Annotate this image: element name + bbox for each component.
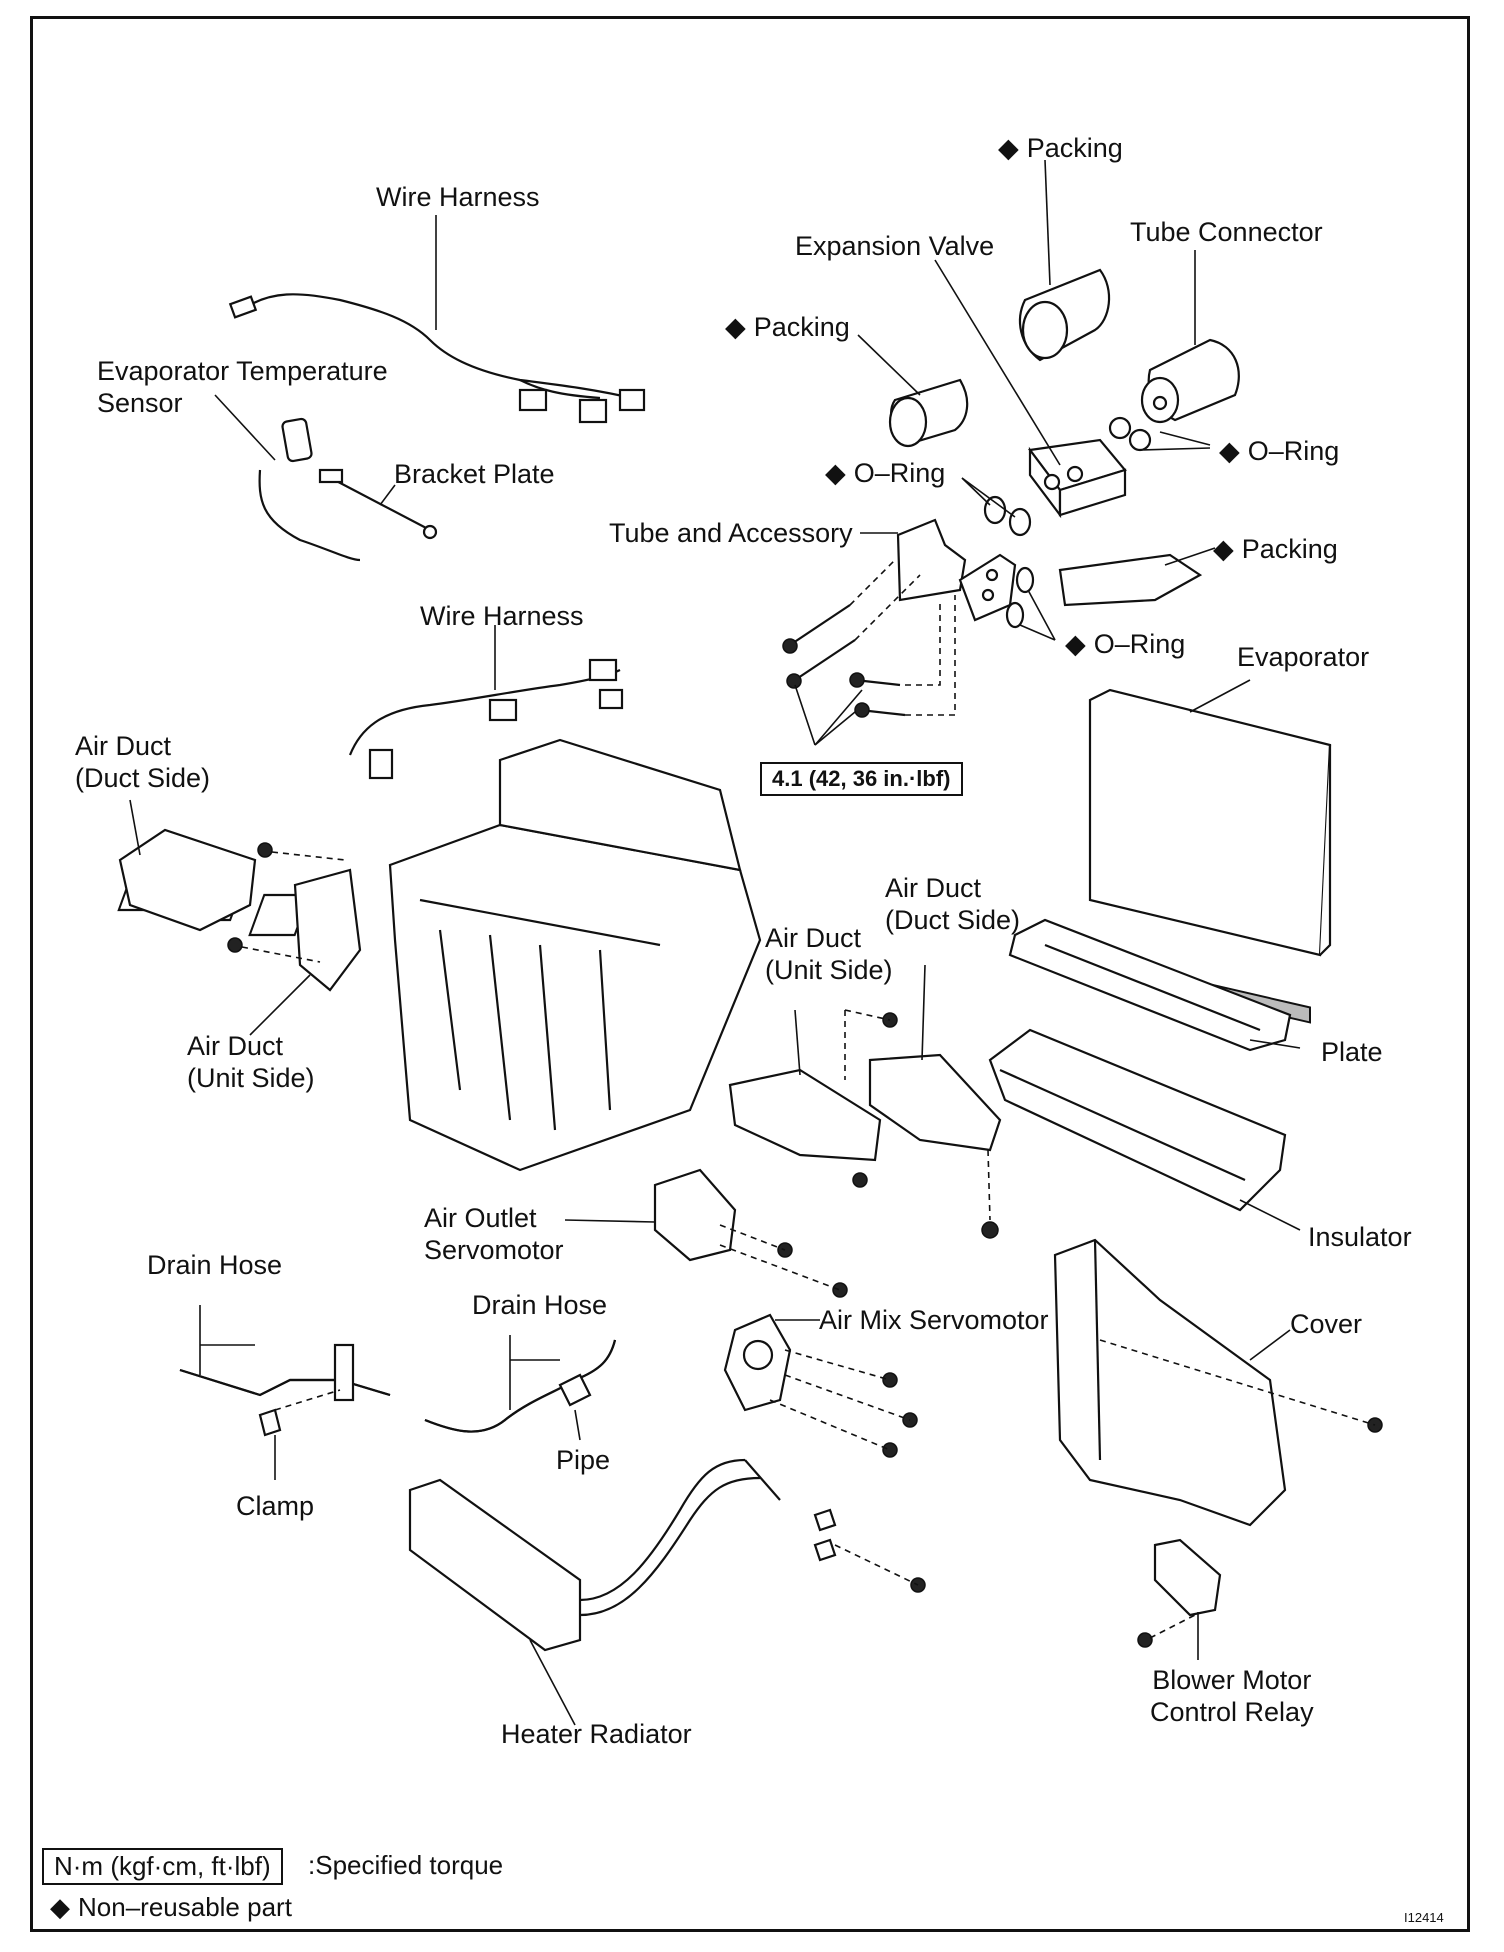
wire-harness-mid-drawing <box>348 625 624 780</box>
air-duct-left-drawing <box>118 799 362 1036</box>
label-packing-right: Packing <box>1213 533 1338 565</box>
plate-drawing <box>1008 918 1301 1052</box>
label-air-duct-unit-side-center: Air Duct (Unit Side) <box>765 923 893 985</box>
packing-right-drawing <box>1058 547 1216 607</box>
diagram-frame <box>30 16 1470 1932</box>
label-o-ring-1: O–Ring <box>825 457 946 489</box>
blower-relay-drawing <box>1137 1538 1222 1660</box>
label-tube-and-accessory: Tube and Accessory <box>609 518 853 548</box>
torque-spec-box: 4.1 (42, 36 in.·lbf) <box>760 762 963 796</box>
evap-sensor-drawing <box>214 394 438 562</box>
label-pipe: Pipe <box>556 1445 611 1475</box>
label-evaporator-temperature-sensor: Evaporator Temperature Sensor <box>97 356 388 418</box>
wire-harness-top-drawing <box>228 215 646 424</box>
drain-hose-right-drawing <box>424 1335 617 1441</box>
label-insulator: Insulator <box>1308 1222 1412 1252</box>
o-rings-mid-drawing <box>961 477 1056 641</box>
expansion-valve-drawing <box>934 259 1127 519</box>
label-air-mix-servomotor: Air Mix Servomotor <box>819 1305 1049 1335</box>
label-expansion-valve: Expansion Valve <box>795 231 995 261</box>
label-plate: Plate <box>1321 1037 1383 1067</box>
packing-mid-drawing <box>857 334 969 448</box>
label-air-duct-duct-side-left: Air Duct (Duct Side) <box>75 731 211 793</box>
heater-radiator-drawing <box>408 1458 926 1726</box>
air-duct-center-drawing <box>728 964 1002 1239</box>
label-packing-mid: Packing <box>725 311 850 343</box>
drain-hose-left-drawing <box>179 1305 391 1480</box>
label-drain-hose-right: Drain Hose <box>472 1290 608 1320</box>
insulator-drawing <box>988 1028 1301 1231</box>
label-air-duct-duct-side-center: Air Duct (Duct Side) <box>885 873 1021 935</box>
label-wire-harness-top: Wire Harness <box>376 182 540 212</box>
air-outlet-servomotor-drawing <box>564 1168 848 1298</box>
label-wire-harness-mid: Wire Harness <box>420 601 584 631</box>
tube-connector-drawing <box>1108 250 1240 452</box>
label-bracket-plate: Bracket Plate <box>394 459 555 489</box>
label-cover: Cover <box>1290 1309 1363 1339</box>
label-tube-connector: Tube Connector <box>1130 217 1323 247</box>
label-evaporator: Evaporator <box>1237 642 1370 672</box>
cover-drawing <box>1053 1238 1383 1527</box>
label-air-duct-unit-side-left: Air Duct (Unit Side) <box>187 1031 315 1093</box>
label-heater-radiator: Heater Radiator <box>501 1719 692 1749</box>
legend-torque-desc: :Specified torque <box>308 1850 504 1880</box>
label-o-ring-3: O–Ring <box>1065 628 1186 660</box>
figure-id: I12414 <box>1404 1910 1444 1925</box>
air-mix-servomotor-drawing <box>723 1313 918 1458</box>
legend-non-reusable: Non–reusable part <box>50 1892 292 1923</box>
ac-unit-housing-drawing <box>117 738 762 1172</box>
label-air-outlet-servomotor: Air Outlet Servomotor <box>424 1203 564 1265</box>
tube-accessory-drawing <box>782 518 1017 746</box>
legend-torque-unit: N·m (kgf·cm, ft·lbf) <box>42 1848 283 1885</box>
label-o-ring-2: O–Ring <box>1219 435 1340 467</box>
label-packing-top: Packing <box>998 132 1123 164</box>
packing-top-drawing <box>1018 159 1111 362</box>
label-clamp: Clamp <box>236 1491 315 1521</box>
label-blower-motor-control-relay: Blower Motor Control Relay <box>1150 1665 1314 1727</box>
label-drain-hose-left: Drain Hose <box>147 1250 283 1280</box>
